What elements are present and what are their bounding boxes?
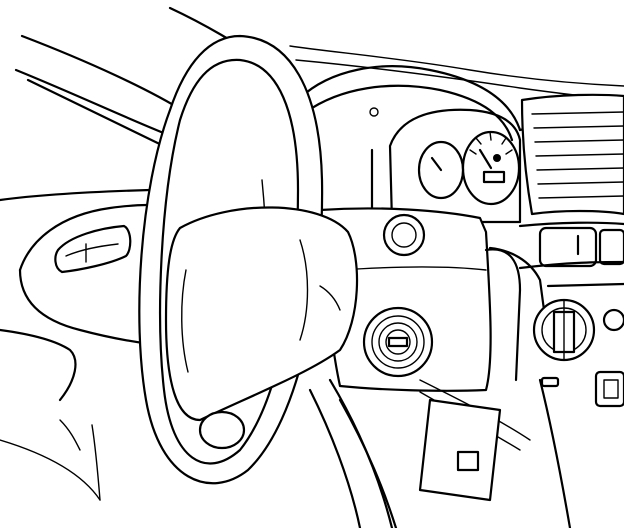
airbag-cover	[164, 206, 359, 450]
instrument-cluster	[370, 108, 522, 224]
hazard-switch	[538, 226, 624, 268]
steering-column	[318, 207, 531, 502]
climate-control-knob	[532, 298, 624, 388]
center-console	[518, 260, 624, 408]
ignition-switch	[362, 213, 434, 378]
air-vent	[520, 93, 624, 216]
door-handle	[54, 224, 132, 274]
gauge	[417, 130, 521, 206]
